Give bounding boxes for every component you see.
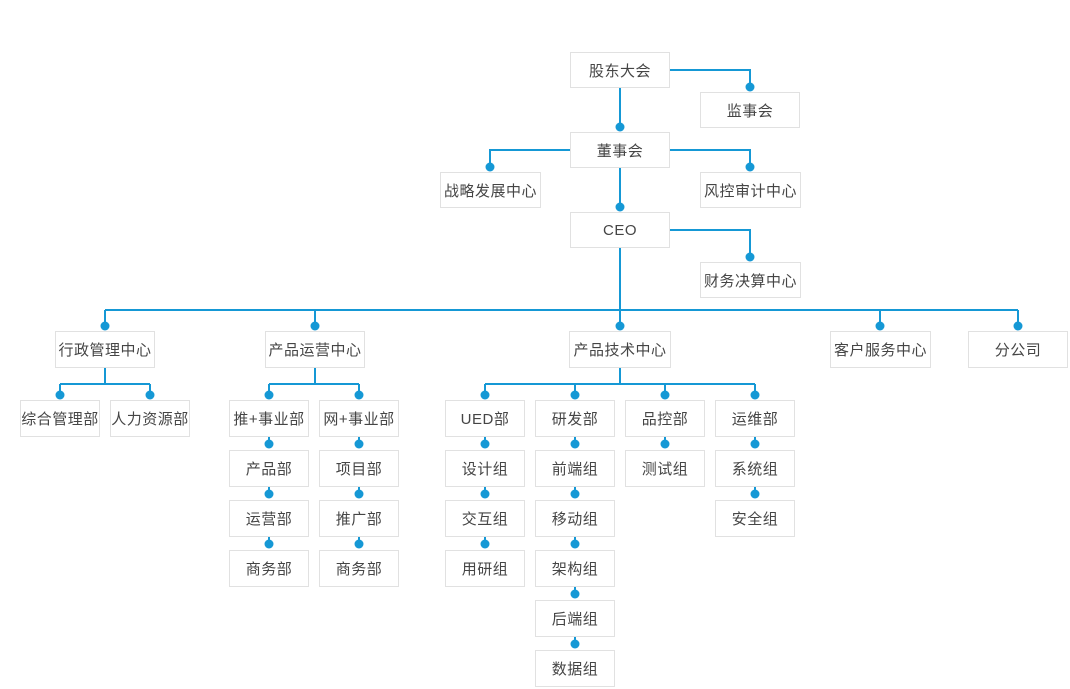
node-system-team: 系统组 [715, 450, 795, 487]
node-rd-dept: 研发部 [535, 400, 615, 437]
node-interaction-team: 交互组 [445, 500, 525, 537]
node-ceo: CEO [570, 212, 670, 248]
node-project-dept: 项目部 [319, 450, 399, 487]
node-wang-plus-division: 网+事业部 [319, 400, 399, 437]
node-user-research-team: 用研组 [445, 550, 525, 587]
node-architecture-team: 架构组 [535, 550, 615, 587]
node-qc-dept: 品控部 [625, 400, 705, 437]
node-shareholders-meeting: 股东大会 [570, 52, 670, 88]
node-strategy-dev-center: 战略发展中心 [440, 172, 541, 208]
node-business-dept-1: 商务部 [229, 550, 309, 587]
node-tui-plus-division: 推+事业部 [229, 400, 309, 437]
node-general-mgmt-dept: 综合管理部 [20, 400, 100, 437]
node-testing-team: 测试组 [625, 450, 705, 487]
node-promotion-dept: 推广部 [319, 500, 399, 537]
node-security-team: 安全组 [715, 500, 795, 537]
connector-dots [55, 82, 1023, 649]
node-product-ops-center: 产品运营中心 [265, 331, 365, 368]
node-backend-team: 后端组 [535, 600, 615, 637]
node-mobile-team: 移动组 [535, 500, 615, 537]
node-finance-settlement-center: 财务决算中心 [700, 262, 801, 298]
node-ops-maintenance-dept: 运维部 [715, 400, 795, 437]
node-business-dept-2: 商务部 [319, 550, 399, 587]
node-product-tech-center: 产品技术中心 [569, 331, 671, 368]
node-data-team: 数据组 [535, 650, 615, 687]
node-frontend-team: 前端组 [535, 450, 615, 487]
node-board-of-directors: 董事会 [570, 132, 670, 168]
node-admin-mgmt-center: 行政管理中心 [55, 331, 155, 368]
node-product-dept: 产品部 [229, 450, 309, 487]
node-operations-dept: 运营部 [229, 500, 309, 537]
node-ued-dept: UED部 [445, 400, 525, 437]
node-supervisory-board: 监事会 [700, 92, 800, 128]
node-branch-company: 分公司 [968, 331, 1068, 368]
node-risk-audit-center: 风控审计中心 [700, 172, 801, 208]
node-hr-dept: 人力资源部 [110, 400, 190, 437]
node-customer-service-center: 客户服务中心 [830, 331, 931, 368]
node-design-team: 设计组 [445, 450, 525, 487]
